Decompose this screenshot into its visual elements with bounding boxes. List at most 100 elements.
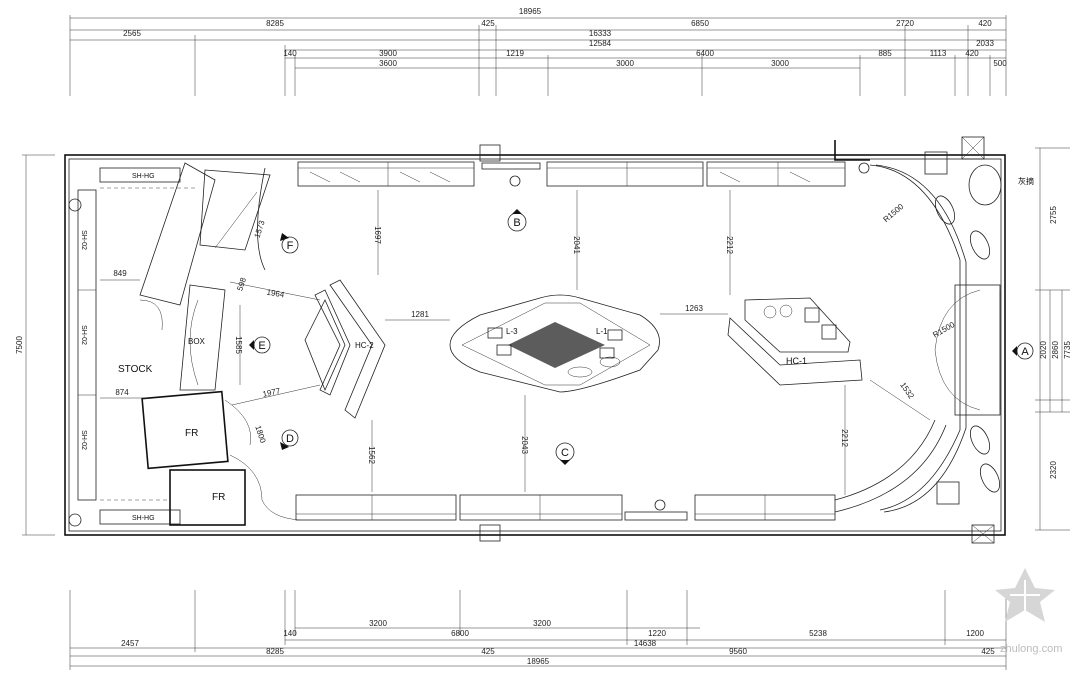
- dim-left: 7500: [15, 336, 24, 354]
- svg-text:F: F: [287, 240, 294, 252]
- dim-int-1697: 1697: [373, 226, 382, 244]
- bottom-shelves: [295, 419, 947, 521]
- column-top-left: [479, 144, 501, 162]
- dim-right-1: 2020: [1039, 341, 1048, 359]
- dim-bot-r1-0: 3200: [369, 619, 387, 628]
- dim-int-2043: 2043: [520, 436, 529, 454]
- dim-right-3: 7735: [1063, 341, 1072, 359]
- dim-top-r4-2: 1219: [506, 49, 524, 58]
- marker-a: A: [1012, 342, 1034, 360]
- label-hc2: HC-2: [355, 341, 374, 350]
- dim-right-4: 2320: [1049, 461, 1058, 479]
- column-bottom-left: [479, 524, 501, 542]
- dim-right-0: 2755: [1049, 206, 1058, 224]
- dim-right-2: 2860: [1051, 341, 1060, 359]
- dim-bot-r4-2: 9560: [729, 647, 747, 656]
- dim-bot-r2-5: 1200: [966, 629, 984, 638]
- column-bottom-right: [971, 524, 995, 544]
- top-dim-labels: 18965 8285 425 6850 2720 420 2565 16333 …: [123, 7, 1007, 68]
- dim-top-r1-0: 8285: [266, 19, 284, 28]
- dim-int-874: 874: [115, 388, 129, 397]
- label-sh-1: SH-02: [80, 230, 87, 250]
- dim-bot-r4-3: 425: [981, 647, 995, 656]
- dim-top-r4-5: 1113: [930, 49, 947, 58]
- dim-int-1263: 1263: [685, 304, 703, 313]
- section-markers: A B C D E F: [249, 209, 1034, 465]
- svg-text:E: E: [258, 340, 265, 352]
- left-storage: [68, 162, 301, 527]
- room-labels: STOCK FR FR BOX HC-1 HC-2 L-3 L-1 SH-HG …: [80, 173, 1034, 522]
- label-l3: L-3: [506, 327, 518, 336]
- dim-top-r4-4: 885: [878, 49, 892, 58]
- marker-d: D: [280, 429, 299, 450]
- dim-top-r1-2: 6850: [691, 19, 709, 28]
- dim-int-2212b: 2212: [840, 429, 849, 447]
- dim-top-r4-3: 6400: [696, 49, 714, 58]
- dim-top-r1-1: 425: [481, 19, 495, 28]
- dim-int-598: 598: [235, 276, 248, 292]
- label-box: BOX: [188, 337, 206, 346]
- dim-top-r2-0: 2565: [123, 29, 141, 38]
- dim-bot-overall: 18965: [527, 657, 550, 666]
- hc2-display: [304, 279, 386, 419]
- dim-int-2041: 2041: [572, 236, 581, 254]
- svg-text:B: B: [513, 217, 520, 229]
- bottom-dimensions: [69, 590, 1007, 670]
- dim-int-1964: 1964: [266, 288, 286, 300]
- label-sh-3: SH-02: [80, 430, 87, 450]
- dim-top-r5-2: 3000: [771, 59, 789, 68]
- watermark-logo: zhulong.com: [995, 568, 1062, 655]
- dim-bot-r2-2: 6800: [451, 629, 469, 638]
- dim-bot-r2-1: 140: [283, 629, 297, 638]
- dim-top-r4-1: 3900: [379, 49, 397, 58]
- dim-bot-r2-3: 1220: [648, 629, 666, 638]
- watermark-text: zhulong.com: [1000, 643, 1062, 655]
- entrance: [869, 164, 1001, 513]
- marker-b: B: [507, 209, 527, 232]
- dim-int-1800: 1800: [253, 424, 267, 444]
- dim-int-1585: 1585: [234, 336, 243, 354]
- dim-bot-r2-0: 2457: [121, 639, 139, 648]
- label-hc1: HC-1: [786, 356, 807, 366]
- marker-c: C: [555, 442, 575, 465]
- plants: [924, 151, 1002, 505]
- dim-top-r4-6: 420: [965, 49, 979, 58]
- label-fr-1: FR: [185, 428, 198, 439]
- dim-top-r5-3: 500: [993, 59, 1007, 68]
- column-top-right: [961, 136, 985, 160]
- label-fr-2: FR: [212, 492, 225, 503]
- interior-dim-lines: [100, 190, 931, 495]
- bottom-dim-labels: 3200 3200 2457 140 6800 1220 5238 1200 1…: [121, 619, 995, 666]
- dim-int-1562: 1562: [367, 446, 376, 464]
- svg-text:D: D: [286, 433, 294, 445]
- dim-int-r1500b: R1500: [931, 320, 956, 340]
- dim-int-849: 849: [113, 269, 127, 278]
- side-dimensions: [22, 147, 1070, 536]
- label-chinese: 灰摘: [1018, 176, 1034, 186]
- dim-bot-r4-0: 8285: [266, 647, 284, 656]
- dim-bot-r4-1: 425: [481, 647, 495, 656]
- center-table: [449, 294, 660, 393]
- dim-top-r5-0: 3600: [379, 59, 397, 68]
- dim-top-r1-3: 2720: [896, 19, 914, 28]
- dim-top-r3-0: 12584: [589, 39, 612, 48]
- label-sh-top: SH-HG: [132, 173, 155, 180]
- svg-text:A: A: [1021, 346, 1029, 358]
- marker-f: F: [280, 233, 299, 254]
- dim-bot-r1-1: 3200: [533, 619, 551, 628]
- label-l1: L-1: [596, 327, 608, 336]
- dim-top-r3-1: 2033: [976, 39, 994, 48]
- label-sh-2: SH-02: [80, 325, 87, 345]
- dim-int-1532: 1532: [898, 381, 916, 401]
- dim-bot-r2-4: 5238: [809, 629, 827, 638]
- top-shelves: [297, 161, 870, 187]
- outer-walls: [64, 136, 1006, 544]
- hc1-display: [727, 297, 863, 386]
- dim-top-r2-1: 16333: [589, 29, 612, 38]
- top-dimensions: [69, 15, 1007, 96]
- dim-top-r1-4: 420: [978, 19, 992, 28]
- label-sh-bot: SH-HG: [132, 515, 155, 522]
- dim-top-overall: 18965: [519, 7, 542, 16]
- label-stock: STOCK: [118, 364, 153, 375]
